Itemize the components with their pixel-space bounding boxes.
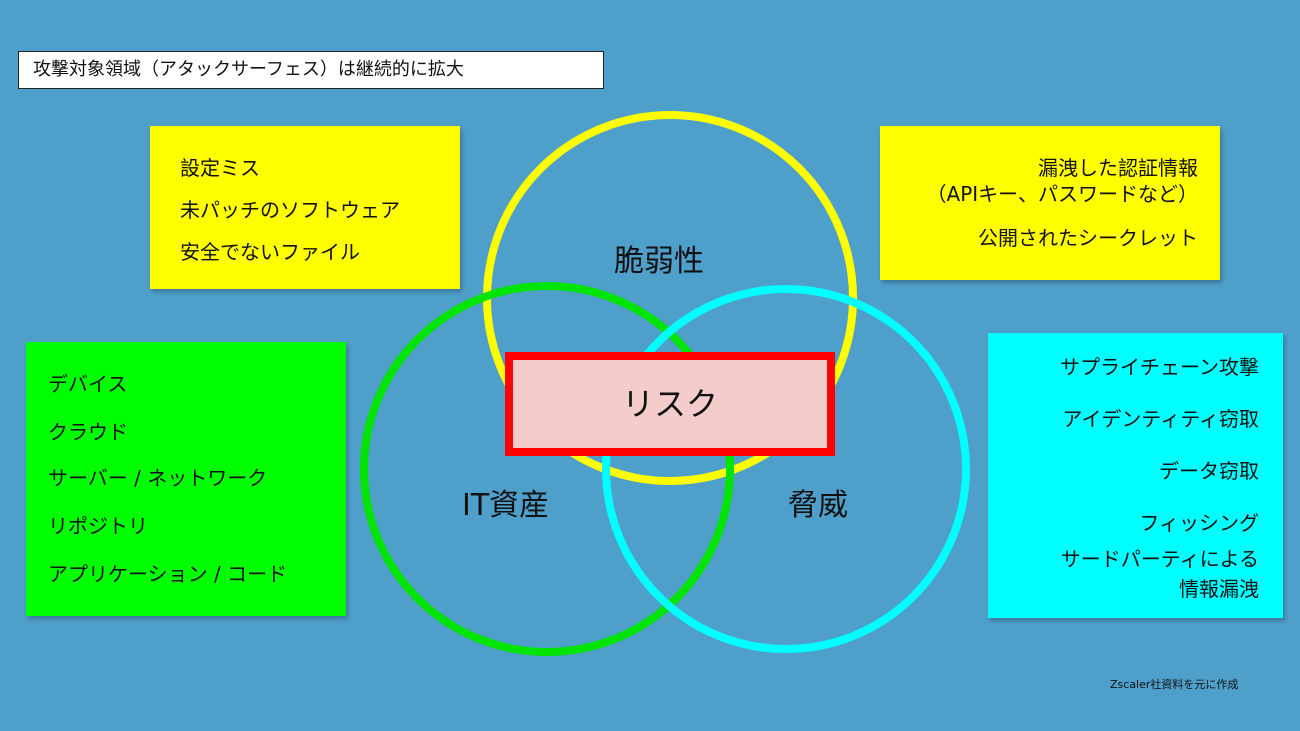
credential-example: 漏洩した認証情報 xyxy=(1038,156,1198,180)
asset-example: デバイス xyxy=(48,372,128,396)
vulnerability-example: 安全でないファイル xyxy=(180,240,360,264)
diagram-title: 攻撃対象領域（アタックサーフェス）は継続的に拡大 xyxy=(18,51,604,89)
threat-label: 脅威 xyxy=(788,488,848,523)
asset-example: アプリケーション / コード xyxy=(48,562,288,586)
credential-examples-note: 漏洩した認証情報 （APIキー、パスワードなど） 公開されたシークレット xyxy=(880,126,1220,280)
vulnerability-examples-note: 設定ミス 未パッチのソフトウェア 安全でないファイル xyxy=(150,126,460,289)
threat-examples-note: サプライチェーン攻撃 アイデンティティ窃取 データ窃取 フィッシング サードパー… xyxy=(988,333,1283,618)
threat-example: 情報漏洩 xyxy=(1179,577,1259,601)
vulnerability-label: 脆弱性 xyxy=(614,244,704,279)
threat-circle xyxy=(602,285,970,653)
asset-examples-note: デバイス クラウド サーバー / ネットワーク リポジトリ アプリケーション /… xyxy=(26,342,346,616)
asset-example: サーバー / ネットワーク xyxy=(48,466,268,490)
asset-example: クラウド xyxy=(48,420,128,444)
vulnerability-example: 未パッチのソフトウェア xyxy=(180,198,400,222)
credential-example: （APIキー、パスワードなど） xyxy=(926,182,1198,206)
threat-example: サプライチェーン攻撃 xyxy=(1060,355,1259,379)
source-credit: Zscaler社資料を元に作成 xyxy=(1110,678,1239,691)
threat-example: サードパーティによる xyxy=(1060,547,1259,571)
threat-example: フィッシング xyxy=(1139,511,1259,535)
threat-example: アイデンティティ窃取 xyxy=(1062,407,1259,431)
threat-example: データ窃取 xyxy=(1159,459,1259,483)
vulnerability-example: 設定ミス xyxy=(180,156,260,180)
credential-example: 公開されたシークレット xyxy=(978,226,1198,250)
asset-example: リポジトリ xyxy=(48,514,148,538)
risk-box: リスク xyxy=(505,352,835,456)
assets-label: IT資産 xyxy=(462,488,550,523)
assets-circle xyxy=(360,282,734,656)
